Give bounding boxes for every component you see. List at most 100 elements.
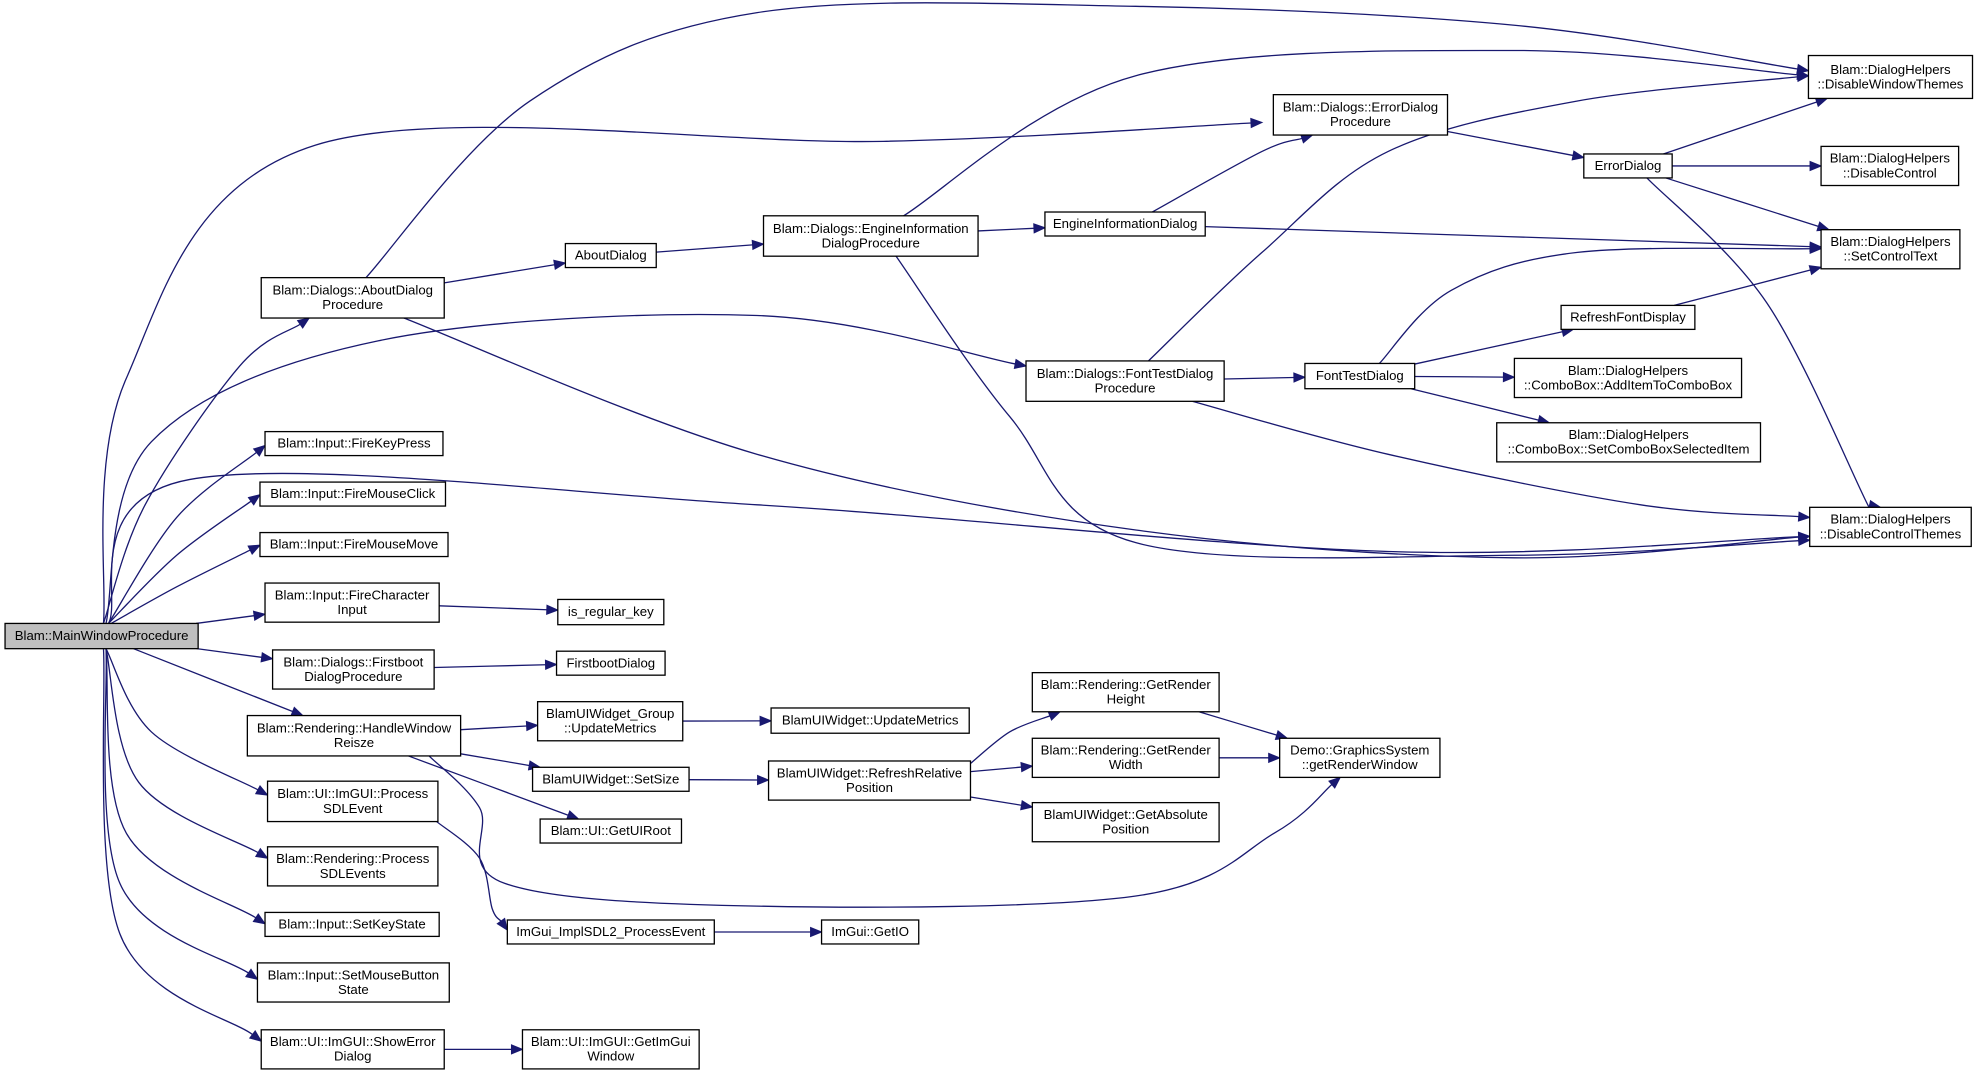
node-combo-sel[interactable]: Blam::DialogHelpers::ComboBox::SetComboB…	[1496, 422, 1762, 463]
node-disable-control[interactable]: Blam::DialogHelpers::DisableControl	[1820, 145, 1960, 187]
edge-main-to-about-proc	[102, 323, 301, 624]
node-label: Blam::DialogHelpers	[1830, 512, 1951, 527]
arrowhead	[1268, 752, 1281, 764]
edge-main-to-disable-control-themes	[107, 472, 1799, 624]
arrowhead	[1020, 761, 1034, 773]
edge-error-proc-to-error-dlg	[1447, 130, 1574, 157]
node-label: Height	[1107, 692, 1145, 707]
node-box	[1025, 360, 1225, 402]
node-refresh-font[interactable]: RefreshFontDisplay	[1560, 304, 1696, 331]
node-box	[1304, 362, 1416, 390]
node-about-dlg[interactable]: AboutDialog	[564, 242, 657, 269]
node-label: Blam::DialogHelpers	[1830, 62, 1951, 77]
node-fire-click[interactable]: Blam::Input::FireMouseClick	[259, 481, 447, 507]
node-fire-key[interactable]: Blam::Input::FireKeyPress	[264, 430, 444, 457]
edge-refresh-rel-to-get-abs	[970, 796, 1022, 806]
node-box	[1820, 145, 1960, 187]
node-box	[1496, 422, 1762, 463]
node-box	[1279, 737, 1441, 779]
node-label: Blam::Input::SetMouseButton	[268, 967, 440, 982]
node-box	[521, 1029, 700, 1070]
node-label: ::ComboBox::AddItemToComboBox	[1524, 377, 1733, 392]
node-label: Blam::Input::FireKeyPress	[277, 436, 431, 451]
arrowhead	[1293, 372, 1307, 383]
arrowhead	[290, 706, 305, 717]
node-box	[264, 582, 440, 623]
node-firstboot-dlg[interactable]: FirstbootDialog	[555, 650, 666, 676]
node-disable-window-themes[interactable]: Blam::DialogHelpers::DisableWindowThemes	[1807, 54, 1974, 100]
node-main[interactable]: Blam::MainWindowProcedure	[4, 622, 199, 650]
arrowhead	[525, 720, 539, 732]
edge-fonttest-proc-to-disable-control-themes	[1192, 400, 1799, 518]
node-engine-dlg[interactable]: EngineInformationDialog	[1044, 211, 1206, 237]
node-label: Blam::DialogHelpers	[1830, 151, 1951, 166]
node-label: Blam::MainWindowProcedure	[15, 628, 189, 643]
arrowhead	[1502, 371, 1516, 383]
node-label: ::DisableControl	[1843, 165, 1937, 180]
node-box	[1031, 737, 1220, 779]
node-label: Blam::Input::SetKeyState	[278, 917, 425, 932]
node-disable-control-themes[interactable]: Blam::DialogHelpers::DisableControlTheme…	[1809, 506, 1972, 548]
arrowhead	[245, 968, 259, 981]
node-label: ::DisableWindowThemes	[1818, 76, 1964, 91]
edge-engine-dlg-to-set-control-text	[1205, 225, 1811, 248]
edge-error-dlg-to-set-control-text	[1665, 177, 1819, 227]
arrowhead	[254, 784, 269, 796]
node-get-ui-root[interactable]: Blam::UI::GetUIRoot	[539, 818, 683, 844]
node-group-update[interactable]: BlamUIWidget_Group::UpdateMetrics	[536, 701, 684, 742]
edge-main-to-set-key-state	[105, 648, 257, 919]
edge-handle-resize-to-get-ui-root	[408, 755, 569, 816]
edge-error-dlg-to-disable-window-themes	[1663, 101, 1817, 155]
arrowhead	[553, 259, 567, 271]
node-widget-setsize[interactable]: BlamUIWidget::SetSize	[531, 766, 690, 792]
arrowhead	[565, 810, 580, 820]
node-label: ::getRenderWindow	[1302, 757, 1418, 772]
node-label: Blam::DialogHelpers	[1830, 234, 1951, 249]
node-box	[820, 919, 920, 945]
node-engine-proc[interactable]: Blam::Dialogs::EngineInformationDialogPr…	[762, 215, 979, 257]
node-fire-move[interactable]: Blam::Input::FireMouseMove	[259, 531, 449, 558]
node-label: DialogProcedure	[304, 669, 402, 684]
node-box	[260, 1029, 445, 1070]
node-label: is_regular_key	[568, 604, 654, 619]
node-label: Procedure	[1095, 381, 1156, 396]
node-set-key-state[interactable]: Blam::Input::SetKeyState	[264, 911, 440, 938]
node-imgui-impl[interactable]: ImGui_ImplSDL2_ProcessEvent	[506, 919, 715, 945]
arrowhead	[296, 317, 311, 329]
node-get-render-window[interactable]: Demo::GraphicsSystem::getRenderWindow	[1279, 737, 1441, 779]
node-label: Blam::UI::GetUIRoot	[551, 823, 672, 838]
node-error-dlg[interactable]: ErrorDialog	[1583, 153, 1673, 179]
node-label: Blam::Dialogs::FontTestDialog	[1037, 366, 1214, 381]
node-imgui-getio[interactable]: ImGui::GetIO	[820, 919, 920, 945]
edge-handle-resize-to-widget-setsize	[460, 753, 530, 767]
node-is-regular[interactable]: is_regular_key	[557, 598, 665, 626]
node-widget-update[interactable]: BlamUIWidget::UpdateMetrics	[770, 707, 970, 734]
edge-engine-dlg-to-error-proc	[1151, 137, 1303, 213]
edge-main-to-show-error	[102, 648, 253, 1036]
node-box	[506, 919, 715, 945]
arrowhead	[810, 926, 823, 938]
node-label: BlamUIWidget::GetAbsolute	[1044, 807, 1208, 822]
node-set-control-text[interactable]: Blam::DialogHelpers::SetControlText	[1820, 229, 1961, 270]
arrowhead	[1250, 117, 1264, 129]
node-box	[260, 276, 445, 319]
node-combo-add[interactable]: Blam::DialogHelpers::ComboBox::AddItemTo…	[1513, 357, 1743, 399]
arrowhead	[248, 1030, 263, 1042]
node-fonttest-dlg[interactable]: FontTestDialog	[1304, 362, 1416, 390]
node-box	[1031, 671, 1220, 713]
